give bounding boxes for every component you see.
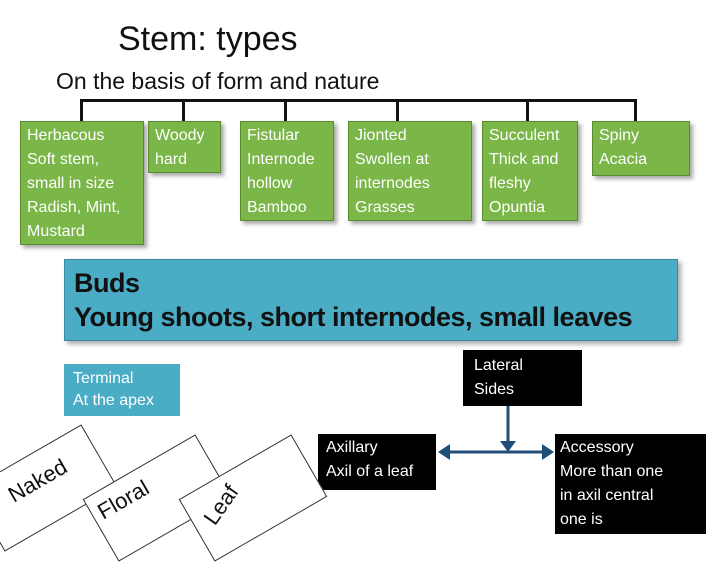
page-subtitle: On the basis of form and nature bbox=[56, 68, 380, 94]
stem-type-fistular: Fistular Internode hollow Bamboo bbox=[240, 121, 334, 221]
double-arrow-icon bbox=[438, 444, 554, 460]
accessory-box: Accessory More than one in axil central … bbox=[555, 434, 706, 534]
connector-horizontal bbox=[80, 99, 637, 102]
terminal-box: Terminal At the apex bbox=[64, 364, 180, 416]
axillary-box: Axillary Axil of a leaf bbox=[318, 434, 436, 490]
lateral-description: Sides bbox=[474, 381, 515, 398]
lateral-box: Lateral Sides bbox=[463, 350, 582, 406]
stem-type-line: Opuntia bbox=[489, 199, 546, 216]
stem-type-jionted: Jionted Swollen at internodes Grasses bbox=[348, 121, 472, 221]
accessory-line: More than one bbox=[560, 463, 664, 480]
stem-type-line: small in size bbox=[27, 175, 115, 192]
stem-type-line: Jionted bbox=[355, 127, 407, 144]
stem-type-line: Bamboo bbox=[247, 199, 307, 216]
page-title: Stem: types bbox=[118, 20, 298, 58]
stem-type-line: Fistular bbox=[247, 127, 300, 144]
stem-type-line: Woody bbox=[155, 127, 205, 144]
connector-jionted bbox=[396, 99, 399, 121]
connector-spiny bbox=[634, 99, 637, 121]
accessory-line: in axil central bbox=[560, 487, 654, 504]
terminal-heading: Terminal bbox=[73, 370, 134, 387]
stem-type-line: hard bbox=[155, 151, 188, 168]
axillary-description: Axil of a leaf bbox=[326, 463, 414, 480]
connector-herbacous bbox=[80, 99, 83, 121]
stem-type-herbacous: Herbacous Soft stem, small in size Radis… bbox=[20, 121, 144, 245]
terminal-description: At the apex bbox=[73, 392, 154, 409]
down-arrow-icon bbox=[500, 406, 516, 452]
connector-woody bbox=[182, 99, 185, 121]
stem-type-line: Succulent bbox=[489, 127, 560, 144]
stem-type-succulent: Succulent Thick and fleshy Opuntia bbox=[482, 121, 578, 221]
stem-type-line: Thick and bbox=[489, 151, 559, 168]
stem-type-line: Soft stem, bbox=[27, 151, 100, 168]
stem-type-line: internodes bbox=[355, 175, 430, 192]
accessory-heading: Accessory bbox=[560, 439, 634, 456]
lateral-arrows bbox=[438, 406, 554, 460]
stem-type-line: fleshy bbox=[489, 175, 531, 192]
stem-type-line: Mustard bbox=[27, 223, 85, 240]
stem-type-line: Spiny bbox=[599, 127, 640, 144]
accessory-line: one is bbox=[560, 511, 603, 528]
stem-type-line: Herbacous bbox=[27, 127, 105, 144]
stem-type-spiny: Spiny Acacia bbox=[592, 121, 690, 176]
stem-type-woody: Woody hard bbox=[148, 121, 221, 173]
stem-type-line: Swollen at bbox=[355, 151, 429, 168]
buds-banner: Buds Young shoots, short internodes, sma… bbox=[64, 259, 678, 341]
stem-type-line: Grasses bbox=[355, 199, 415, 216]
stem-type-line: Radish, Mint, bbox=[27, 199, 121, 216]
buds-description: Young shoots, short internodes, small le… bbox=[74, 302, 633, 332]
axillary-heading: Axillary bbox=[326, 439, 378, 456]
stem-type-line: hollow bbox=[247, 175, 293, 192]
lateral-heading: Lateral bbox=[474, 357, 523, 374]
connector-succulent bbox=[526, 99, 529, 121]
buds-heading: Buds bbox=[74, 268, 140, 298]
stem-type-line: Internode bbox=[247, 151, 315, 168]
connector-fistular bbox=[284, 99, 287, 121]
stem-type-line: Acacia bbox=[599, 151, 648, 168]
